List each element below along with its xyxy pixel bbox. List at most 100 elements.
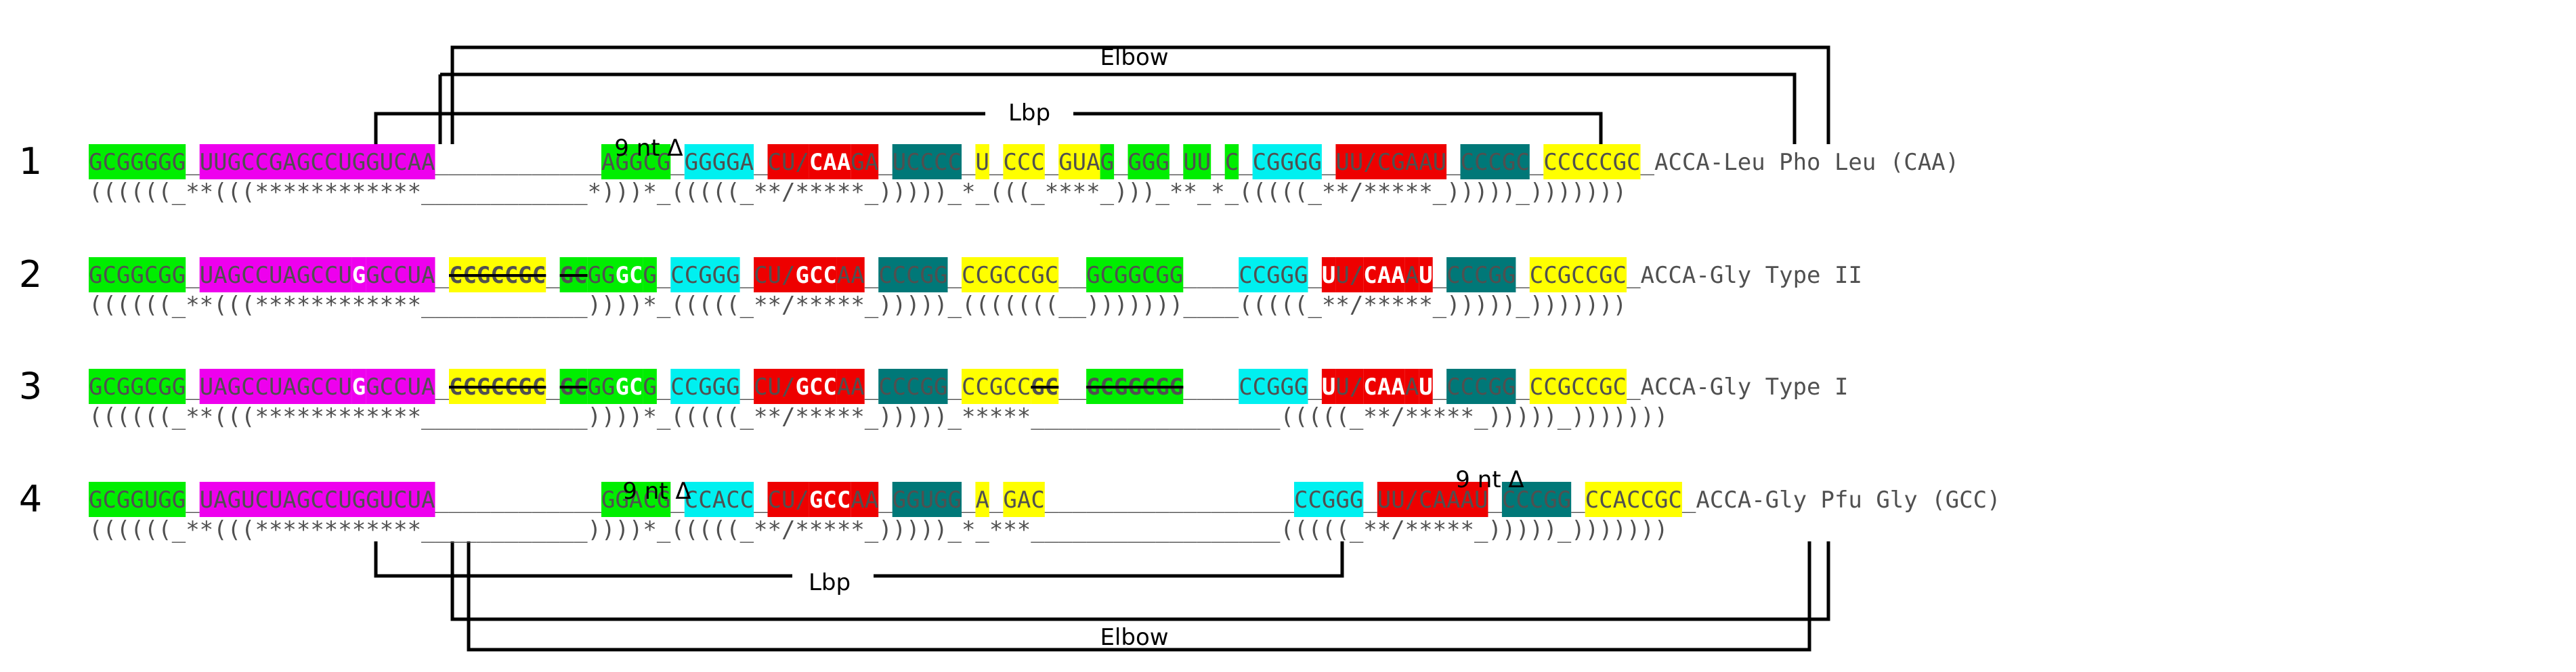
sequence-segment: G <box>643 374 657 401</box>
sequence-segment: CAA <box>1363 262 1404 289</box>
sequence-segment: CCCGC <box>1461 149 1530 176</box>
bracket-line <box>374 112 985 144</box>
annotation-labels: Elbow Lbp 9 nt Δ 9 nt Δ 9 nt Δ Lbp Elbow <box>614 44 1524 651</box>
segment-cyan-box <box>684 144 754 179</box>
segment-magenta-box <box>199 257 352 292</box>
gap-underscore: _ <box>1308 374 1323 401</box>
row-structure-notation: ((((((_**(((************____________))))… <box>89 292 1627 319</box>
gap-underscore: _ <box>1045 149 1059 176</box>
sequence-segment: UUGCCGAGCCUGGUCAA <box>200 149 435 176</box>
row-suffix-label: ACCA-Leu Pho Leu (CAA) <box>1654 149 1959 176</box>
sequence-segment: U <box>1419 374 1433 401</box>
bracket-lines <box>374 45 1830 652</box>
sequence-segment: GG <box>588 374 616 401</box>
elbow-label-top: Elbow <box>1100 44 1168 71</box>
segment-green-box <box>89 257 186 292</box>
segment-cyan-box <box>1252 144 1322 179</box>
segment-red-box <box>809 144 851 179</box>
sequence-segment: U <box>1322 262 1336 289</box>
bracket-line <box>450 45 1830 144</box>
sequence-segment: G <box>352 262 366 289</box>
gap-underscore: _ <box>1516 374 1530 401</box>
segment-red-box <box>809 482 851 517</box>
sequence-segment: GC <box>616 374 643 401</box>
segment-magenta-box <box>351 369 366 404</box>
sequence-segment: CCC <box>1003 149 1044 176</box>
sequence-segment: CCCCCGC <box>1543 149 1640 176</box>
segment-teal-box <box>1446 369 1516 404</box>
gap-underscore: _ <box>962 487 976 514</box>
sequence-segment: CCCGG <box>878 262 947 289</box>
sequence-segment: CCGGG <box>1239 262 1308 289</box>
segment-teal-box <box>1446 257 1516 292</box>
segment-yellow-box <box>975 482 989 517</box>
gap-underscore: __________________ <box>1045 487 1295 514</box>
segment-green-box <box>601 144 671 179</box>
sequence-segment: GCC <box>796 262 837 289</box>
segment-red-box <box>754 257 796 292</box>
gap-underscore: _ <box>435 374 450 401</box>
sequence-segment: GUA <box>1058 149 1100 176</box>
sequence-segment: CAA <box>1363 374 1404 401</box>
gap-underscore: ____ <box>1183 262 1239 289</box>
segment-green-box <box>1183 144 1211 179</box>
sequence-segment: AA <box>837 262 865 289</box>
segment-teal-box <box>1460 144 1530 179</box>
sequence-segment: GG <box>588 262 616 289</box>
sequence-segment: GCCUA <box>366 374 435 401</box>
sequence-segment: CU/ <box>754 262 795 289</box>
bracket-line <box>440 72 1797 144</box>
gap-underscore: _ <box>546 374 560 401</box>
segment-cyan-box <box>670 369 740 404</box>
sequence-segment: GC <box>616 262 643 289</box>
segment-red-box <box>795 257 837 292</box>
segment-red-box <box>1321 369 1336 404</box>
segment-magenta-box <box>366 369 435 404</box>
gap-underscore: _ <box>1446 149 1461 176</box>
sequence-segment: CCCGG <box>878 374 947 401</box>
sequence-segment: CCGGG <box>670 374 739 401</box>
sequence-segment: U <box>975 149 989 176</box>
sequence-segment: CAA <box>809 149 851 176</box>
gap-underscore: _ <box>1308 262 1323 289</box>
gap-underscore: _ <box>1239 149 1253 176</box>
segment-cyan-box <box>1294 482 1364 517</box>
segment-yellow-box <box>1003 144 1045 179</box>
bracket-line <box>467 541 1811 652</box>
sequence-segment: CU/ <box>754 374 795 401</box>
gap-underscore: _ <box>948 262 962 289</box>
sequence-segment: GCGGUGG <box>89 487 186 514</box>
sequence-segment: CCCGG <box>1446 374 1516 401</box>
segment-yellow-box <box>962 257 1059 292</box>
segment-red-box <box>836 257 865 292</box>
lbp-label-bottom: Lbp <box>809 569 851 596</box>
sequence-segment: G <box>352 374 366 401</box>
segment-green-box <box>1100 144 1115 179</box>
segment-teal-box <box>892 144 962 179</box>
segment-yellow-box <box>975 144 989 179</box>
segment-magenta-box <box>199 144 435 179</box>
sequence-segment: CU/ <box>768 149 809 176</box>
deletion-label-row4-left: 9 nt Δ <box>622 478 691 505</box>
segment-cyan-box <box>1239 257 1308 292</box>
row-suffix-label: ACCA-Gly Pfu Gly (GCC) <box>1696 487 2000 514</box>
gap-underscore: _ <box>1322 149 1336 176</box>
sequence-segment: CCGGG <box>1294 487 1363 514</box>
sequence-segment: CCGCCGC <box>1530 262 1627 289</box>
segment-red-box <box>1419 257 1433 292</box>
segment-red-box <box>1419 369 1433 404</box>
gap-underscore: _ <box>1114 149 1128 176</box>
gap-underscore: _ <box>657 374 671 401</box>
segment-green-box <box>1128 144 1169 179</box>
gap-underscore: _ <box>878 149 893 176</box>
sequence-segment: CCCGG <box>1446 262 1516 289</box>
segment-green-box <box>587 257 616 292</box>
sequence-segment: CGGGG <box>1253 149 1322 176</box>
sequence-segment: UU/CGAAU <box>1335 149 1446 176</box>
sequence-segment: G <box>643 262 657 289</box>
bracket-line <box>450 541 1830 621</box>
sequence-segment: GCGGCGG <box>89 262 186 289</box>
